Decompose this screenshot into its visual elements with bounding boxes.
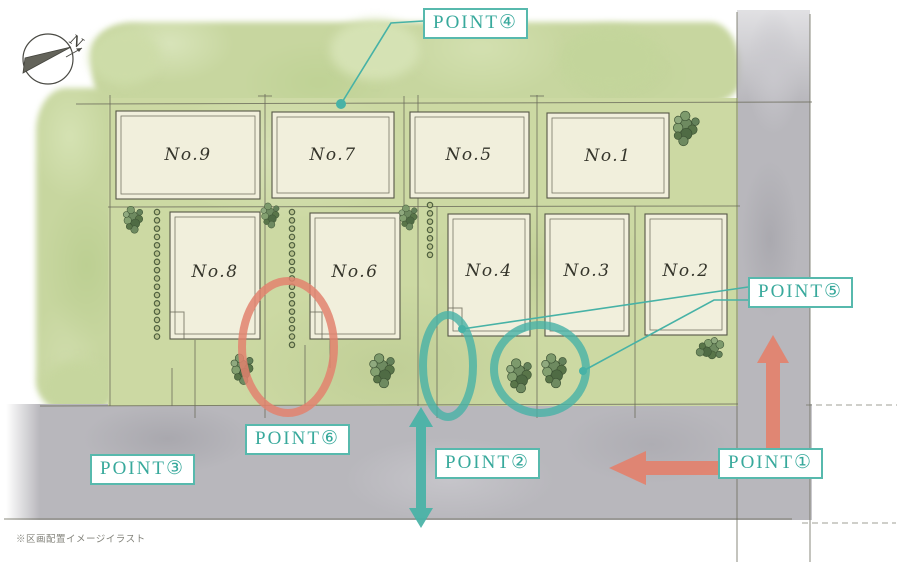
bush-icon bbox=[122, 205, 144, 234]
house-no9 bbox=[115, 110, 261, 200]
teal-double-arrow-icon bbox=[409, 407, 433, 528]
houses bbox=[115, 110, 728, 340]
lot-label-no1: No.1 bbox=[584, 146, 632, 166]
point-label-4: POINT④ bbox=[423, 8, 528, 39]
red-arrow-up-icon bbox=[757, 335, 789, 448]
house-no7 bbox=[271, 111, 395, 199]
lot-label-no5: No.5 bbox=[445, 145, 493, 165]
callout-lines bbox=[336, 20, 749, 375]
red-arrow-left-icon bbox=[609, 451, 718, 485]
bush-icon bbox=[541, 353, 567, 389]
greenery-blob bbox=[560, 28, 660, 90]
bush-icon bbox=[506, 358, 532, 394]
point-label-2: POINT② bbox=[435, 448, 540, 479]
bush-icon bbox=[693, 335, 727, 362]
house-no3 bbox=[544, 213, 630, 337]
bush-icon bbox=[668, 108, 702, 149]
house-no1 bbox=[546, 112, 670, 199]
point-label-5: POINT⑤ bbox=[748, 277, 853, 308]
lot-boundary-lines bbox=[4, 12, 897, 562]
house-no5 bbox=[409, 111, 530, 199]
illustration-caption: ※区画配置イメージイラスト bbox=[16, 534, 146, 545]
bush-icon bbox=[398, 204, 418, 231]
house-no4 bbox=[447, 213, 531, 337]
highlight-ellipse-teal-narrow bbox=[419, 311, 477, 421]
lot-label-no7: No.7 bbox=[309, 145, 357, 165]
point-label-3: POINT③ bbox=[90, 454, 195, 485]
highlight-ellipse-red-point6 bbox=[238, 277, 338, 417]
point-label-1: POINT① bbox=[718, 448, 823, 479]
lot-label-no4: No.4 bbox=[465, 261, 513, 281]
lot-label-no3: No.3 bbox=[563, 261, 611, 281]
point-label-6: POINT⑥ bbox=[245, 424, 350, 455]
hedge-icons bbox=[153, 201, 434, 356]
compass-icon bbox=[22, 33, 83, 85]
greenery-left-band bbox=[36, 88, 120, 410]
house-no6 bbox=[309, 212, 401, 340]
greenery-blob bbox=[90, 30, 160, 85]
lot-label-no9: No.9 bbox=[164, 145, 212, 165]
bush-icon bbox=[369, 353, 395, 389]
lot-label-no8: No.8 bbox=[191, 262, 239, 282]
lot-label-no2: No.2 bbox=[662, 261, 710, 281]
lot-label-no6: No.6 bbox=[331, 262, 379, 282]
